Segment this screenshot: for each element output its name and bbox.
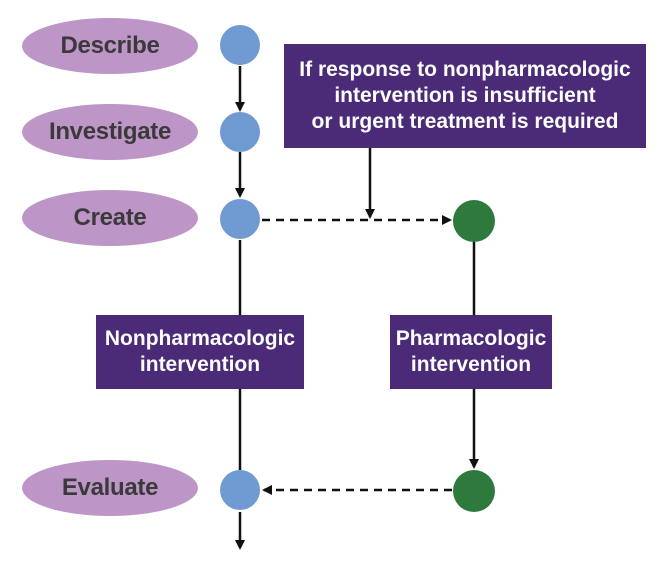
node-pharm-start [453,200,495,242]
pharm-intervention-box: Pharmacologic intervention [390,315,552,389]
condition-line-2: intervention is insufficient [334,83,596,107]
nonpharm-line-2: intervention [139,353,261,376]
condition-line-3: or urgent treatment is required [311,110,619,134]
nonpharm-intervention-box: Nonpharmacologic intervention [96,315,304,389]
condition-line-1: If response to nonpharmacologic [299,57,631,81]
step-create: Create [22,190,198,246]
node-evaluate [220,470,260,510]
step-investigate: Investigate [22,104,198,160]
step-describe-label: Describe [60,32,160,59]
node-describe [220,25,260,65]
step-evaluate: Evaluate [22,460,198,516]
node-investigate [220,112,260,152]
step-describe: Describe [22,18,198,74]
condition-box: If response to nonpharmacologic interven… [284,44,646,148]
node-create [220,199,260,239]
step-investigate-label: Investigate [48,118,172,145]
pharm-line-2: intervention [410,353,532,376]
step-evaluate-label: Evaluate [61,474,159,501]
step-create-label: Create [73,204,147,231]
node-pharm-end [453,470,495,512]
nonpharm-line-1: Nonpharmacologic [104,326,296,350]
pharm-line-1: Pharmacologic [395,326,547,350]
